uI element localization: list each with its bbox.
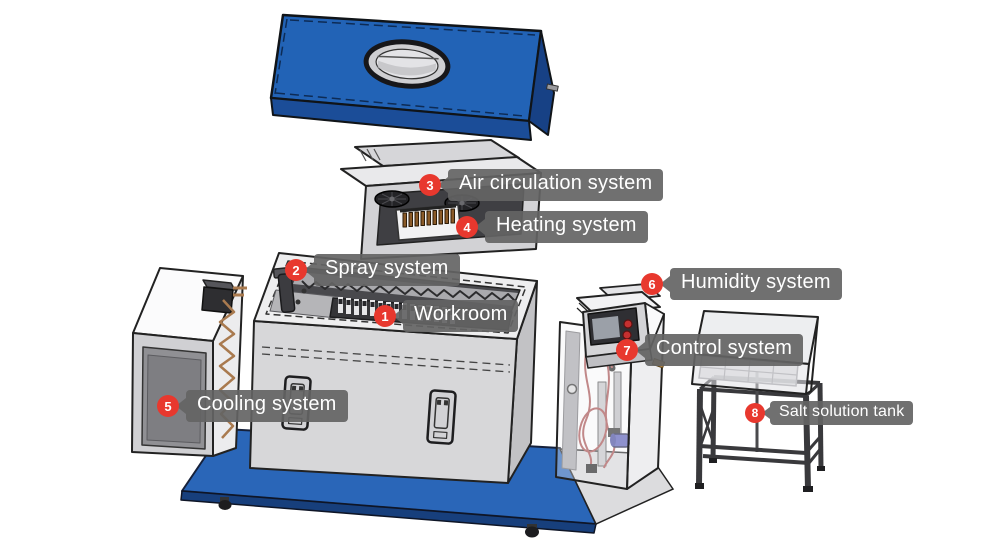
heating-element — [395, 204, 462, 241]
chamber-lid — [269, 13, 559, 141]
compressor — [201, 279, 236, 314]
air-circulation-module — [340, 139, 542, 260]
pressure-gauge — [566, 383, 578, 395]
solution-tank — [691, 310, 819, 395]
indicator-button — [623, 319, 633, 329]
lid-pin — [545, 83, 559, 92]
cooling-system-unit — [131, 267, 247, 457]
spray-nozzle — [272, 266, 296, 313]
lid-window — [363, 39, 451, 89]
control-cabinet — [555, 283, 666, 490]
workroom-chamber — [249, 252, 538, 484]
control-panel — [576, 291, 666, 369]
indicator-button — [622, 330, 632, 340]
caster-wheel — [218, 497, 539, 538]
stand-feet — [695, 458, 825, 492]
salt-solution-tank-assembly — [691, 310, 825, 492]
cabinet-interior — [561, 330, 630, 473]
spray-trough-edge — [301, 280, 516, 302]
